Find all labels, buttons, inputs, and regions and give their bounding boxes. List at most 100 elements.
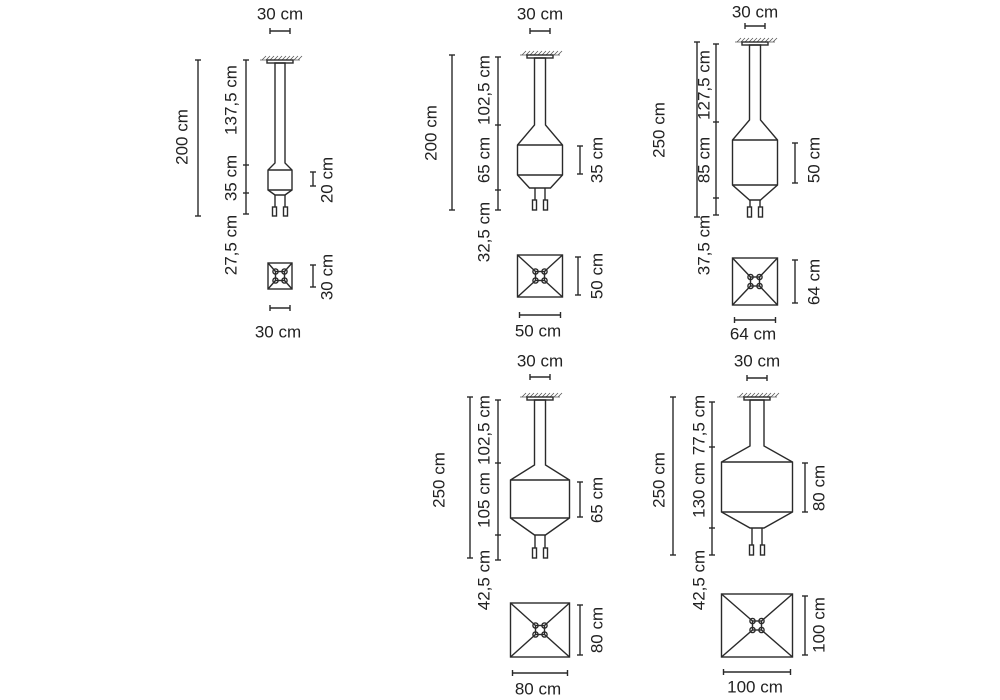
bulb-socket-icon bbox=[272, 277, 279, 284]
plan-depth-label: 100 cm bbox=[809, 597, 828, 653]
bulb-socket-icon bbox=[281, 268, 288, 275]
canopy-width-label: 30 cm bbox=[734, 351, 780, 370]
plan-diagonal bbox=[721, 593, 753, 622]
plan-diagonal bbox=[510, 602, 536, 627]
bulb-icon bbox=[542, 199, 549, 211]
bulb-icon bbox=[748, 544, 755, 556]
bulb-socket-icon bbox=[541, 277, 548, 284]
bulb-socket-icon bbox=[532, 268, 539, 275]
bulb-icon bbox=[531, 547, 538, 559]
total-height-label: 250 cm bbox=[649, 452, 668, 508]
bulb-icon bbox=[757, 206, 764, 218]
plan-depth-label: 80 cm bbox=[587, 607, 606, 653]
plan-depth-label: 30 cm bbox=[317, 254, 336, 300]
bulb-socket-icon bbox=[749, 626, 756, 634]
bulb-socket-icon bbox=[532, 622, 539, 629]
body-height-label: 80 cm bbox=[809, 465, 828, 511]
segment-height-label: 32,5 cm bbox=[474, 202, 493, 262]
plan-depth-label: 50 cm bbox=[587, 253, 606, 299]
bulb-icon bbox=[542, 547, 549, 559]
plan-diagonal bbox=[267, 262, 277, 272]
plan-view bbox=[267, 262, 293, 290]
body-height-label: 50 cm bbox=[804, 137, 823, 183]
plan-view bbox=[509, 602, 571, 658]
lamp-2: 30 cm 200 cm 102,5 cm 65 cm 32,5 cm 35 cm 50 c… bbox=[421, 4, 606, 340]
plan-depth-label: 64 cm bbox=[804, 259, 823, 305]
plan-diagonal bbox=[761, 629, 793, 658]
segment-height-label: 77,5 cm bbox=[689, 395, 708, 455]
plan-diagonal bbox=[731, 257, 752, 278]
bulb-socket-icon bbox=[758, 626, 765, 634]
bulb-icon bbox=[282, 206, 289, 217]
plan-width-label: 50 cm bbox=[515, 321, 561, 340]
lamp-shade-outline bbox=[720, 399, 794, 529]
bulb-socket-icon bbox=[756, 273, 763, 281]
segment-height-label: 137,5 cm bbox=[221, 65, 240, 135]
plan-diagonal bbox=[267, 280, 277, 290]
total-height-label: 200 cm bbox=[421, 105, 440, 161]
plan-diagonal bbox=[731, 285, 752, 306]
bulb-socket-icon bbox=[272, 268, 279, 275]
canopy-width-label: 30 cm bbox=[257, 4, 303, 23]
bulb-icon bbox=[531, 199, 538, 211]
canopy-width-label: 30 cm bbox=[732, 2, 778, 21]
plan-width-label: 30 cm bbox=[255, 322, 301, 341]
plan-diagonal bbox=[721, 629, 753, 658]
bulb-socket-icon bbox=[747, 273, 754, 281]
bulb-socket-icon bbox=[532, 631, 539, 638]
total-height-label: 250 cm bbox=[649, 102, 668, 158]
segment-height-label: 85 cm bbox=[694, 137, 713, 183]
canopy-width-label: 30 cm bbox=[517, 4, 563, 23]
segment-height-label: 130 cm bbox=[689, 462, 708, 518]
total-height-label: 200 cm bbox=[172, 109, 191, 165]
plan-view bbox=[720, 593, 794, 658]
lamp-shade-outline bbox=[731, 44, 779, 201]
segment-height-label: 42,5 cm bbox=[474, 550, 493, 610]
bulb-socket-icon bbox=[541, 268, 548, 275]
segment-height-label: 27,5 cm bbox=[221, 215, 240, 275]
segment-height-label: 65 cm bbox=[474, 137, 493, 183]
total-height-label: 250 cm bbox=[429, 452, 448, 508]
plan-view bbox=[731, 257, 779, 306]
bulb-icon bbox=[759, 544, 766, 556]
plan-width-label: 80 cm bbox=[515, 679, 561, 698]
plan-view bbox=[516, 254, 564, 298]
bulb-icon bbox=[746, 206, 753, 218]
segment-height-label: 102,5 cm bbox=[474, 395, 493, 465]
bulb-socket-icon bbox=[756, 282, 763, 290]
plan-diagonal bbox=[283, 262, 293, 272]
bulb-icon bbox=[271, 206, 278, 217]
canopy-width-label: 30 cm bbox=[517, 351, 563, 370]
lamp-shade-outline bbox=[509, 399, 571, 536]
bulb-socket-icon bbox=[541, 631, 548, 638]
bulb-socket-icon bbox=[541, 622, 548, 629]
plan-diagonal bbox=[758, 285, 779, 306]
bulb-socket-icon bbox=[749, 617, 756, 625]
body-height-label: 35 cm bbox=[587, 137, 606, 183]
plan-diagonal bbox=[544, 633, 570, 658]
lamp-shade-outline bbox=[516, 57, 564, 189]
plan-width-label: 100 cm bbox=[727, 677, 783, 696]
plan-diagonal bbox=[544, 279, 563, 298]
bulb-socket-icon bbox=[281, 277, 288, 284]
bulb-socket-icon bbox=[758, 617, 765, 625]
plan-diagonal bbox=[761, 593, 793, 622]
plan-width-label: 64 cm bbox=[730, 324, 776, 343]
plan-diagonal bbox=[517, 279, 536, 298]
bulb-socket-icon bbox=[747, 282, 754, 290]
plan-diagonal bbox=[544, 602, 570, 627]
lamp-5: 30 cm 250 cm 77,5 cm 130 cm 42,5 cm 80 cm 100 … bbox=[649, 351, 828, 696]
plan-diagonal bbox=[758, 257, 779, 278]
segment-height-label: 35 cm bbox=[221, 155, 240, 201]
segment-height-label: 127,5 cm bbox=[694, 50, 713, 120]
bulb-socket-icon bbox=[532, 277, 539, 284]
lamp-shade-outline bbox=[267, 62, 293, 196]
plan-diagonal bbox=[283, 280, 293, 290]
segment-height-label: 42,5 cm bbox=[689, 550, 708, 610]
segment-height-label: 102,5 cm bbox=[474, 55, 493, 125]
